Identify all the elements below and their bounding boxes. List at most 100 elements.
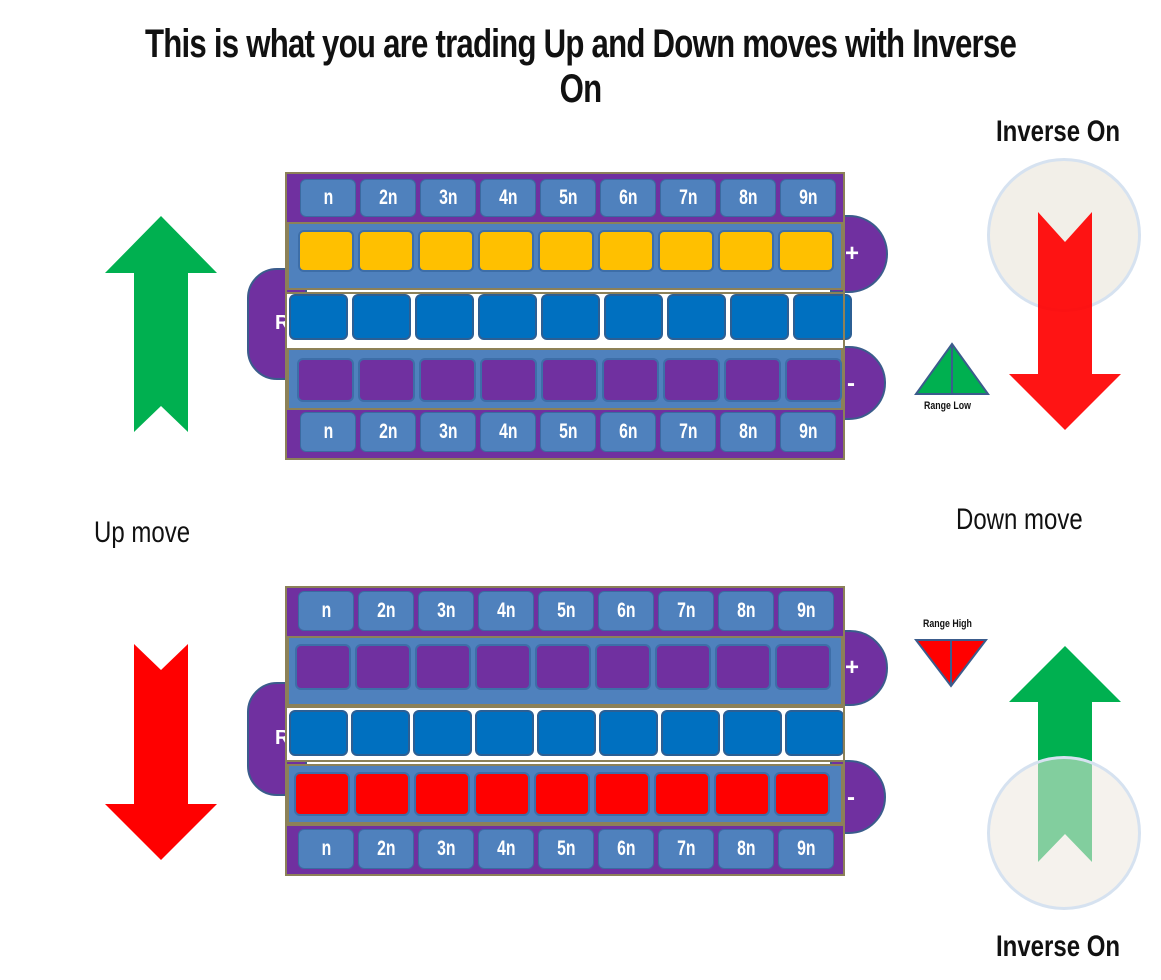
number-cell: 3n bbox=[418, 591, 474, 631]
blue-cell bbox=[415, 294, 474, 340]
green-up-arrow-icon bbox=[105, 216, 217, 432]
purple-cell bbox=[724, 358, 781, 402]
red-cell bbox=[354, 772, 410, 816]
number-cell: 9n bbox=[778, 829, 834, 869]
number-cell: 3n bbox=[420, 412, 476, 452]
yellow-cell bbox=[358, 230, 414, 272]
blue-cell bbox=[478, 294, 537, 340]
red-cell bbox=[414, 772, 470, 816]
plus-tab-label: + bbox=[845, 654, 860, 681]
top-panel-frame bbox=[285, 172, 845, 460]
range-high-label: Range High bbox=[923, 618, 972, 630]
purple-row bbox=[295, 644, 831, 690]
number-cell: 5n bbox=[540, 179, 596, 217]
bottom-number-row-upper: n 2n 3n 4n 5n 6n 7n 8n 9n bbox=[298, 591, 834, 631]
purple-cell bbox=[541, 358, 598, 402]
purple-row bbox=[297, 358, 842, 402]
minus-tab-label: - bbox=[847, 784, 855, 811]
blue-row bbox=[289, 294, 852, 340]
yellow-cell bbox=[538, 230, 594, 272]
blue-cell bbox=[793, 294, 852, 340]
number-cell: 2n bbox=[360, 179, 416, 217]
range-low-label: Range Low bbox=[924, 400, 971, 412]
blue-cell bbox=[289, 294, 348, 340]
number-cell: n bbox=[300, 412, 356, 452]
purple-cell bbox=[775, 644, 831, 690]
number-cell: 7n bbox=[660, 179, 716, 217]
number-cell: 5n bbox=[538, 829, 594, 869]
number-cell: 2n bbox=[360, 412, 416, 452]
number-cell: 4n bbox=[480, 179, 536, 217]
yellow-cell bbox=[478, 230, 534, 272]
number-cell: 5n bbox=[538, 591, 594, 631]
blue-cell bbox=[541, 294, 600, 340]
top-number-row-lower: n 2n 3n 4n 5n 6n 7n 8n 9n bbox=[300, 412, 836, 452]
blue-cell bbox=[785, 710, 844, 756]
green-up-arrow-icon bbox=[1009, 646, 1121, 862]
blue-cell bbox=[289, 710, 348, 756]
red-down-arrow-icon bbox=[1009, 212, 1121, 430]
bottom-number-row-lower: n 2n 3n 4n 5n 6n 7n 8n 9n bbox=[298, 829, 834, 869]
purple-cell bbox=[663, 358, 720, 402]
blue-row bbox=[289, 710, 844, 756]
purple-cell bbox=[785, 358, 842, 402]
red-cell bbox=[474, 772, 530, 816]
red-cell bbox=[774, 772, 830, 816]
purple-cell bbox=[295, 644, 351, 690]
down-move-label: Down move bbox=[956, 503, 1083, 536]
page-title: This is what you are trading Up and Down… bbox=[144, 22, 1017, 111]
number-cell: 4n bbox=[478, 829, 534, 869]
purple-cell bbox=[602, 358, 659, 402]
blue-cell bbox=[730, 294, 789, 340]
number-cell: 9n bbox=[778, 591, 834, 631]
number-cell: n bbox=[298, 829, 354, 869]
number-cell: 7n bbox=[658, 829, 714, 869]
inverse-on-circle-icon bbox=[987, 756, 1141, 910]
number-cell: n bbox=[300, 179, 356, 217]
number-cell: 8n bbox=[718, 591, 774, 631]
bottom-panel-frame bbox=[285, 586, 845, 876]
purple-cell bbox=[355, 644, 411, 690]
purple-cell bbox=[715, 644, 771, 690]
blue-cell bbox=[604, 294, 663, 340]
purple-cell bbox=[415, 644, 471, 690]
minus-tab-label: - bbox=[847, 370, 855, 397]
number-cell: 6n bbox=[598, 829, 654, 869]
purple-cell bbox=[419, 358, 476, 402]
purple-cell bbox=[297, 358, 354, 402]
number-cell: 9n bbox=[780, 412, 836, 452]
number-cell: 7n bbox=[660, 412, 716, 452]
blue-cell bbox=[475, 710, 534, 756]
number-cell: 3n bbox=[420, 179, 476, 217]
bottom-panel: n 2n 3n 4n 5n 6n 7n 8n 9n bbox=[285, 586, 845, 876]
number-cell: 4n bbox=[478, 591, 534, 631]
number-cell: 6n bbox=[600, 412, 656, 452]
blue-cell bbox=[351, 710, 410, 756]
purple-cell bbox=[480, 358, 537, 402]
purple-cell bbox=[358, 358, 415, 402]
blue-cell bbox=[667, 294, 726, 340]
red-down-arrow-icon bbox=[105, 644, 217, 860]
yellow-cell bbox=[298, 230, 354, 272]
yellow-cell bbox=[778, 230, 834, 272]
top-panel: n 2n 3n 4n 5n 6n 7n 8n 9n bbox=[285, 172, 852, 460]
blue-cell bbox=[537, 710, 596, 756]
up-move-label: Up move bbox=[94, 516, 191, 549]
number-cell: 5n bbox=[540, 412, 596, 452]
blue-cell bbox=[661, 710, 720, 756]
red-cell bbox=[654, 772, 710, 816]
purple-cell bbox=[595, 644, 651, 690]
number-cell: 3n bbox=[418, 829, 474, 869]
blue-cell bbox=[352, 294, 411, 340]
red-cell bbox=[534, 772, 590, 816]
purple-cell bbox=[655, 644, 711, 690]
number-cell: n bbox=[298, 591, 354, 631]
red-cell bbox=[594, 772, 650, 816]
blue-cell bbox=[599, 710, 658, 756]
number-cell: 6n bbox=[598, 591, 654, 631]
yellow-row bbox=[298, 230, 834, 272]
number-cell: 2n bbox=[358, 591, 414, 631]
number-cell: 2n bbox=[358, 829, 414, 869]
red-row bbox=[294, 772, 830, 816]
red-cell bbox=[294, 772, 350, 816]
